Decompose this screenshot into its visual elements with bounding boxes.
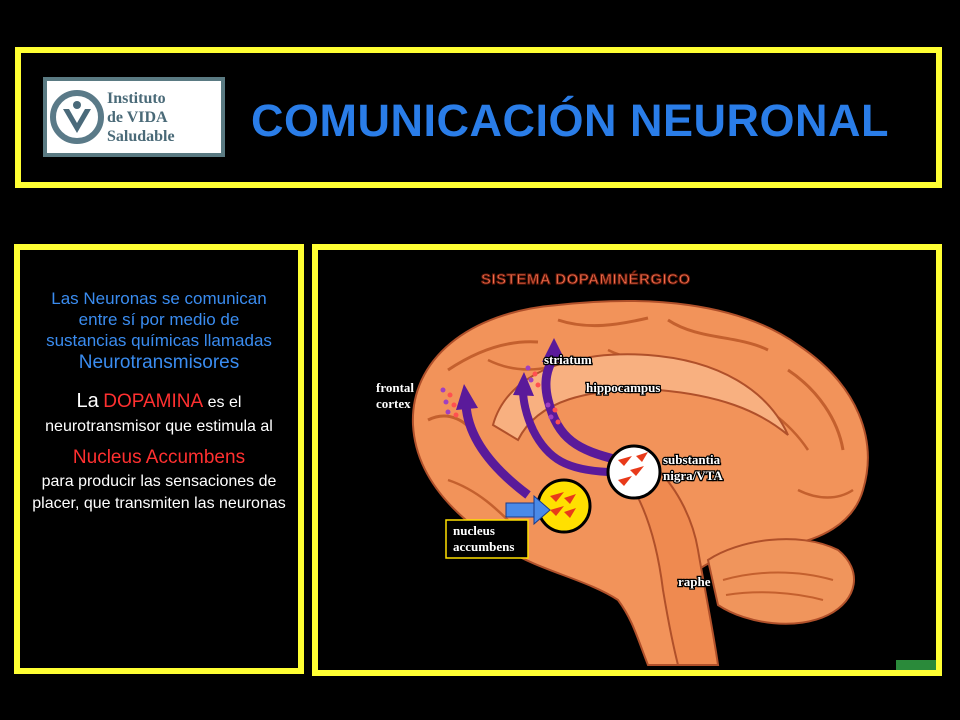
- label-raphe: raphe: [678, 574, 711, 589]
- brain-diagram: SISTEMA DOPAMINÉRGICO: [375, 271, 936, 670]
- label-substantia-2: nigra/VTA: [663, 468, 723, 483]
- dopamine-system-diagram: SISTEMA DOPAMINÉRGICO: [312, 244, 942, 676]
- nucleus-accumbens-label-box: nucleus accumbens: [445, 519, 529, 559]
- corner-mark: [896, 660, 936, 670]
- term-neurotransmitters: Neurotransmisores: [78, 352, 240, 373]
- logo-line-3: Saludable: [107, 127, 175, 145]
- paragraph-neurons-text: Las Neuronas se comunican entre sí por m…: [46, 289, 272, 350]
- label-frontal-cortex-2: cortex: [376, 396, 411, 411]
- paragraph-neurons: Las Neuronas se comunican entre sí por m…: [40, 288, 278, 375]
- header-frame: Instituto de VIDA Saludable COMUNICACIÓN…: [15, 47, 942, 188]
- label-nucleus-2: accumbens: [453, 539, 514, 554]
- paragraph-dopamine-prefix: La: [76, 390, 99, 412]
- substantia-nigra-node: [606, 444, 662, 500]
- label-frontal-cortex-1: frontal: [376, 380, 414, 395]
- explanation-panel: Las Neuronas se comunican entre sí por m…: [14, 244, 304, 674]
- pointer-arrow-icon: [505, 494, 551, 526]
- paragraph-accumbens-text: para producir las sensaciones de placer,…: [32, 473, 286, 512]
- term-dopamine: DOPAMINA: [103, 391, 204, 412]
- page-title: COMUNICACIÓN NEURONAL: [251, 95, 889, 146]
- paragraph-accumbens: Nucleus Accumbens para producir las sens…: [26, 445, 292, 515]
- term-nucleus-accumbens: Nucleus Accumbens: [72, 447, 246, 468]
- label-striatum: striatum: [544, 352, 592, 367]
- logo-line-2: de VIDA: [107, 108, 168, 126]
- paragraph-dopamine: La DOPAMINA es el neurotransmisor que es…: [30, 389, 288, 439]
- paragraph-dopamine-text: es el neurotransmisor que estimula al: [45, 394, 273, 435]
- label-nucleus-1: nucleus: [453, 523, 495, 538]
- neurotransmitter-dots: [440, 365, 561, 425]
- logo-emblem-icon: [50, 90, 104, 144]
- diagram-title: SISTEMA DOPAMINÉRGICO: [481, 271, 691, 288]
- institute-logo: Instituto de VIDA Saludable: [43, 77, 225, 157]
- logo-text: Instituto de VIDA Saludable: [107, 89, 175, 146]
- logo-line-1: Instituto: [107, 89, 166, 107]
- label-hippocampus: hippocampus: [586, 380, 660, 395]
- label-substantia-1: substantia: [663, 452, 721, 467]
